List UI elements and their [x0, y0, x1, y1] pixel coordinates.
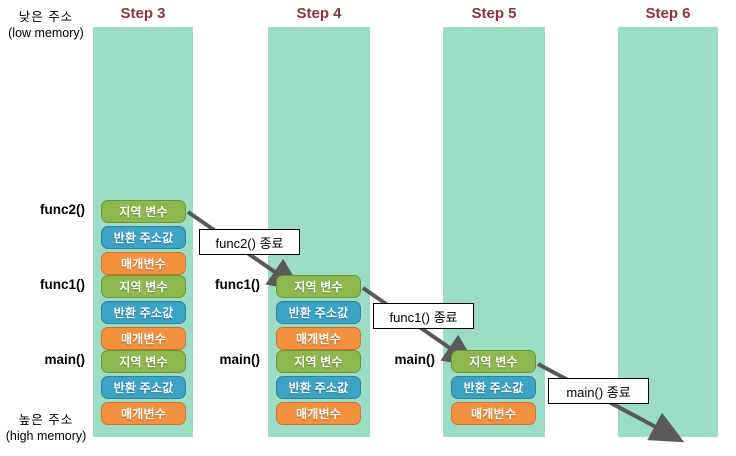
block-return-func1-step4: 반환 주소값	[276, 301, 361, 324]
step-title-3: Step 3	[120, 5, 166, 22]
block-return-func2-step3: 반환 주소값	[101, 226, 186, 249]
frame-label-func2-step3: func2()	[40, 202, 85, 217]
low-memory-label-en: (low memory)	[8, 26, 84, 40]
block-return-main-step3: 반환 주소값	[101, 376, 186, 399]
block-param-func1-step3: 매개변수	[101, 327, 186, 350]
block-return-func1-step3: 반환 주소값	[101, 301, 186, 324]
block-local-main-step3: 지역 변수	[101, 350, 186, 373]
callout-func1-exit: func1() 종료	[373, 303, 474, 329]
high-memory-label-ko: 높은 주소	[18, 413, 74, 427]
frame-label-func1-step3: func1()	[40, 277, 85, 292]
block-param-func1-step4: 매개변수	[276, 327, 361, 350]
frame-label-main-step4: main()	[219, 352, 261, 367]
high-memory-label-en: (high memory)	[5, 429, 87, 443]
block-param-main-step3: 매개변수	[101, 402, 186, 425]
step-column-6	[618, 27, 718, 437]
step-title-6: Step 6	[645, 5, 691, 22]
low-memory-label: 낮은 주소 (low memory)	[0, 9, 92, 41]
block-param-main-step5: 매개변수	[451, 402, 536, 425]
high-memory-label: 높은 주소 (high memory)	[0, 412, 92, 444]
low-memory-label-ko: 낮은 주소	[18, 10, 74, 24]
callout-main-exit: main() 종료	[548, 378, 649, 404]
block-return-main-step4: 반환 주소값	[276, 376, 361, 399]
step-title-4: Step 4	[296, 5, 342, 22]
frame-label-main-step5: main()	[394, 352, 436, 367]
step-title-5: Step 5	[471, 5, 517, 22]
block-local-func1-step3: 지역 변수	[101, 275, 186, 298]
block-param-func2-step3: 매개변수	[101, 252, 186, 275]
block-param-main-step4: 매개변수	[276, 402, 361, 425]
frame-label-main-step3: main()	[44, 352, 86, 367]
frame-label-func1-step4: func1()	[215, 277, 260, 292]
block-local-func1-step4: 지역 변수	[276, 275, 361, 298]
block-local-main-step4: 지역 변수	[276, 350, 361, 373]
block-return-main-step5: 반환 주소값	[451, 376, 536, 399]
callout-func2-exit: func2() 종료	[199, 229, 300, 255]
block-local-func2-step3: 지역 변수	[101, 200, 186, 223]
block-local-main-step5: 지역 변수	[451, 350, 536, 373]
